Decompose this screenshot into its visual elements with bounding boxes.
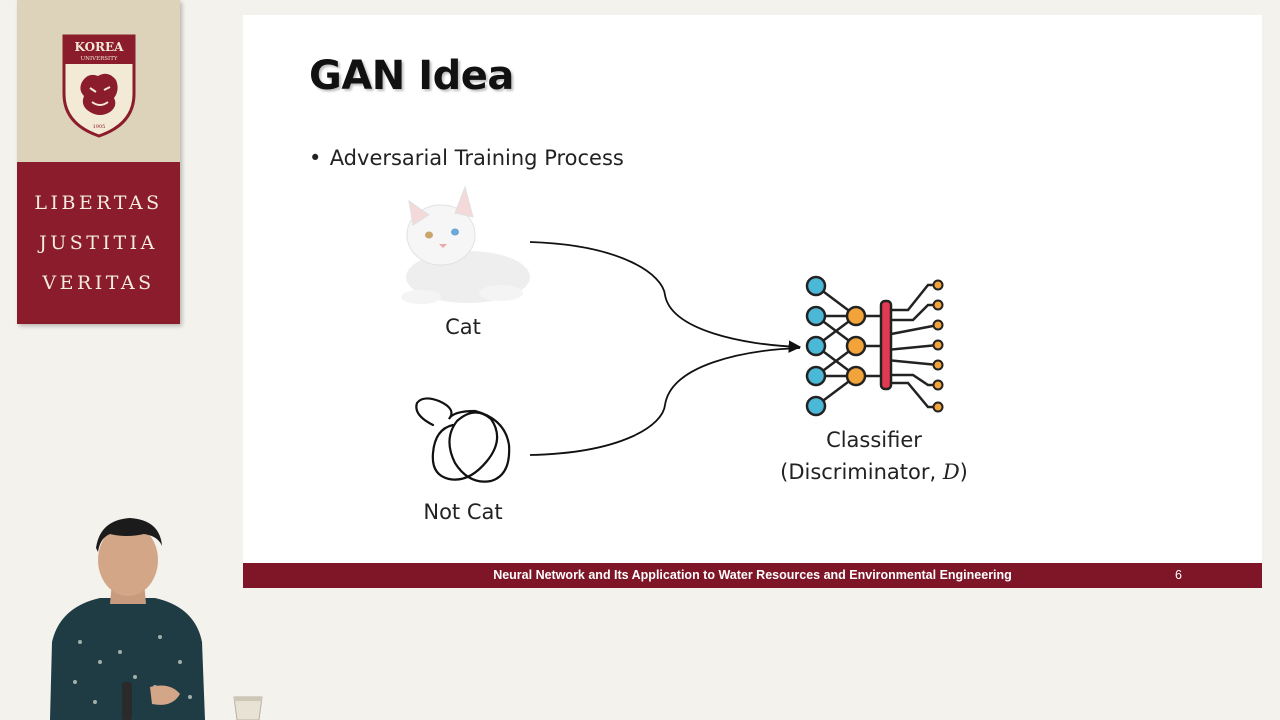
page-number: 6 [1175, 568, 1182, 582]
motto-line-3: VERITAS [42, 272, 155, 294]
neural-network-icon [815, 283, 939, 409]
bullet-dot-icon: • [309, 146, 322, 170]
korea-university-crest-icon: KOREA UNIVERSITY 1905 [62, 34, 136, 138]
not-cat-label: Not Cat [423, 500, 503, 524]
footer-course-title: Neural Network and Its Application to Wa… [493, 568, 1012, 582]
network-output-bar [879, 299, 893, 391]
discriminator-symbol: D [942, 460, 960, 484]
university-banner: KOREA UNIVERSITY 1905 LIBERTAS JUSTITIA … [17, 0, 180, 324]
notcat-to-classifier-arrow [529, 347, 801, 456]
bullet-text: Adversarial Training Process [329, 146, 624, 170]
network-output-dots [932, 279, 944, 413]
network-hidden-nodes [845, 305, 867, 387]
cat-image [398, 185, 530, 304]
crest-subtitle: UNIVERSITY [81, 56, 118, 62]
gan-diagram [398, 185, 944, 483]
motto-line-1: LIBERTAS [34, 192, 163, 214]
scribble-icon [415, 397, 511, 483]
slide-title: GAN Idea [309, 53, 514, 99]
bullet-item: • Adversarial Training Process [309, 146, 624, 170]
crest-year: 1905 [93, 124, 106, 130]
classifier-label: Classifier [826, 428, 922, 452]
glass-cup-icon [233, 696, 263, 720]
banner-motto-area: LIBERTAS JUSTITIA VERITAS [17, 162, 180, 324]
motto-line-2: JUSTITIA [39, 232, 158, 254]
cat-label: Cat [445, 315, 481, 339]
cat-to-classifier-arrow [529, 241, 802, 353]
crest-title: KOREA [75, 40, 125, 54]
banner-crest-area: KOREA UNIVERSITY 1905 [17, 0, 180, 162]
discriminator-suffix: ) [959, 460, 968, 484]
presentation-slide: GAN Idea • Adversarial Training Process [243, 15, 1262, 588]
network-input-nodes [805, 275, 827, 417]
presenter-video [50, 518, 205, 720]
discriminator-prefix: (Discriminator, [780, 460, 943, 484]
slide-footer: Neural Network and Its Application to Wa… [243, 563, 1262, 588]
tiger-icon [80, 73, 118, 115]
discriminator-label: (Discriminator, D) [754, 460, 994, 484]
